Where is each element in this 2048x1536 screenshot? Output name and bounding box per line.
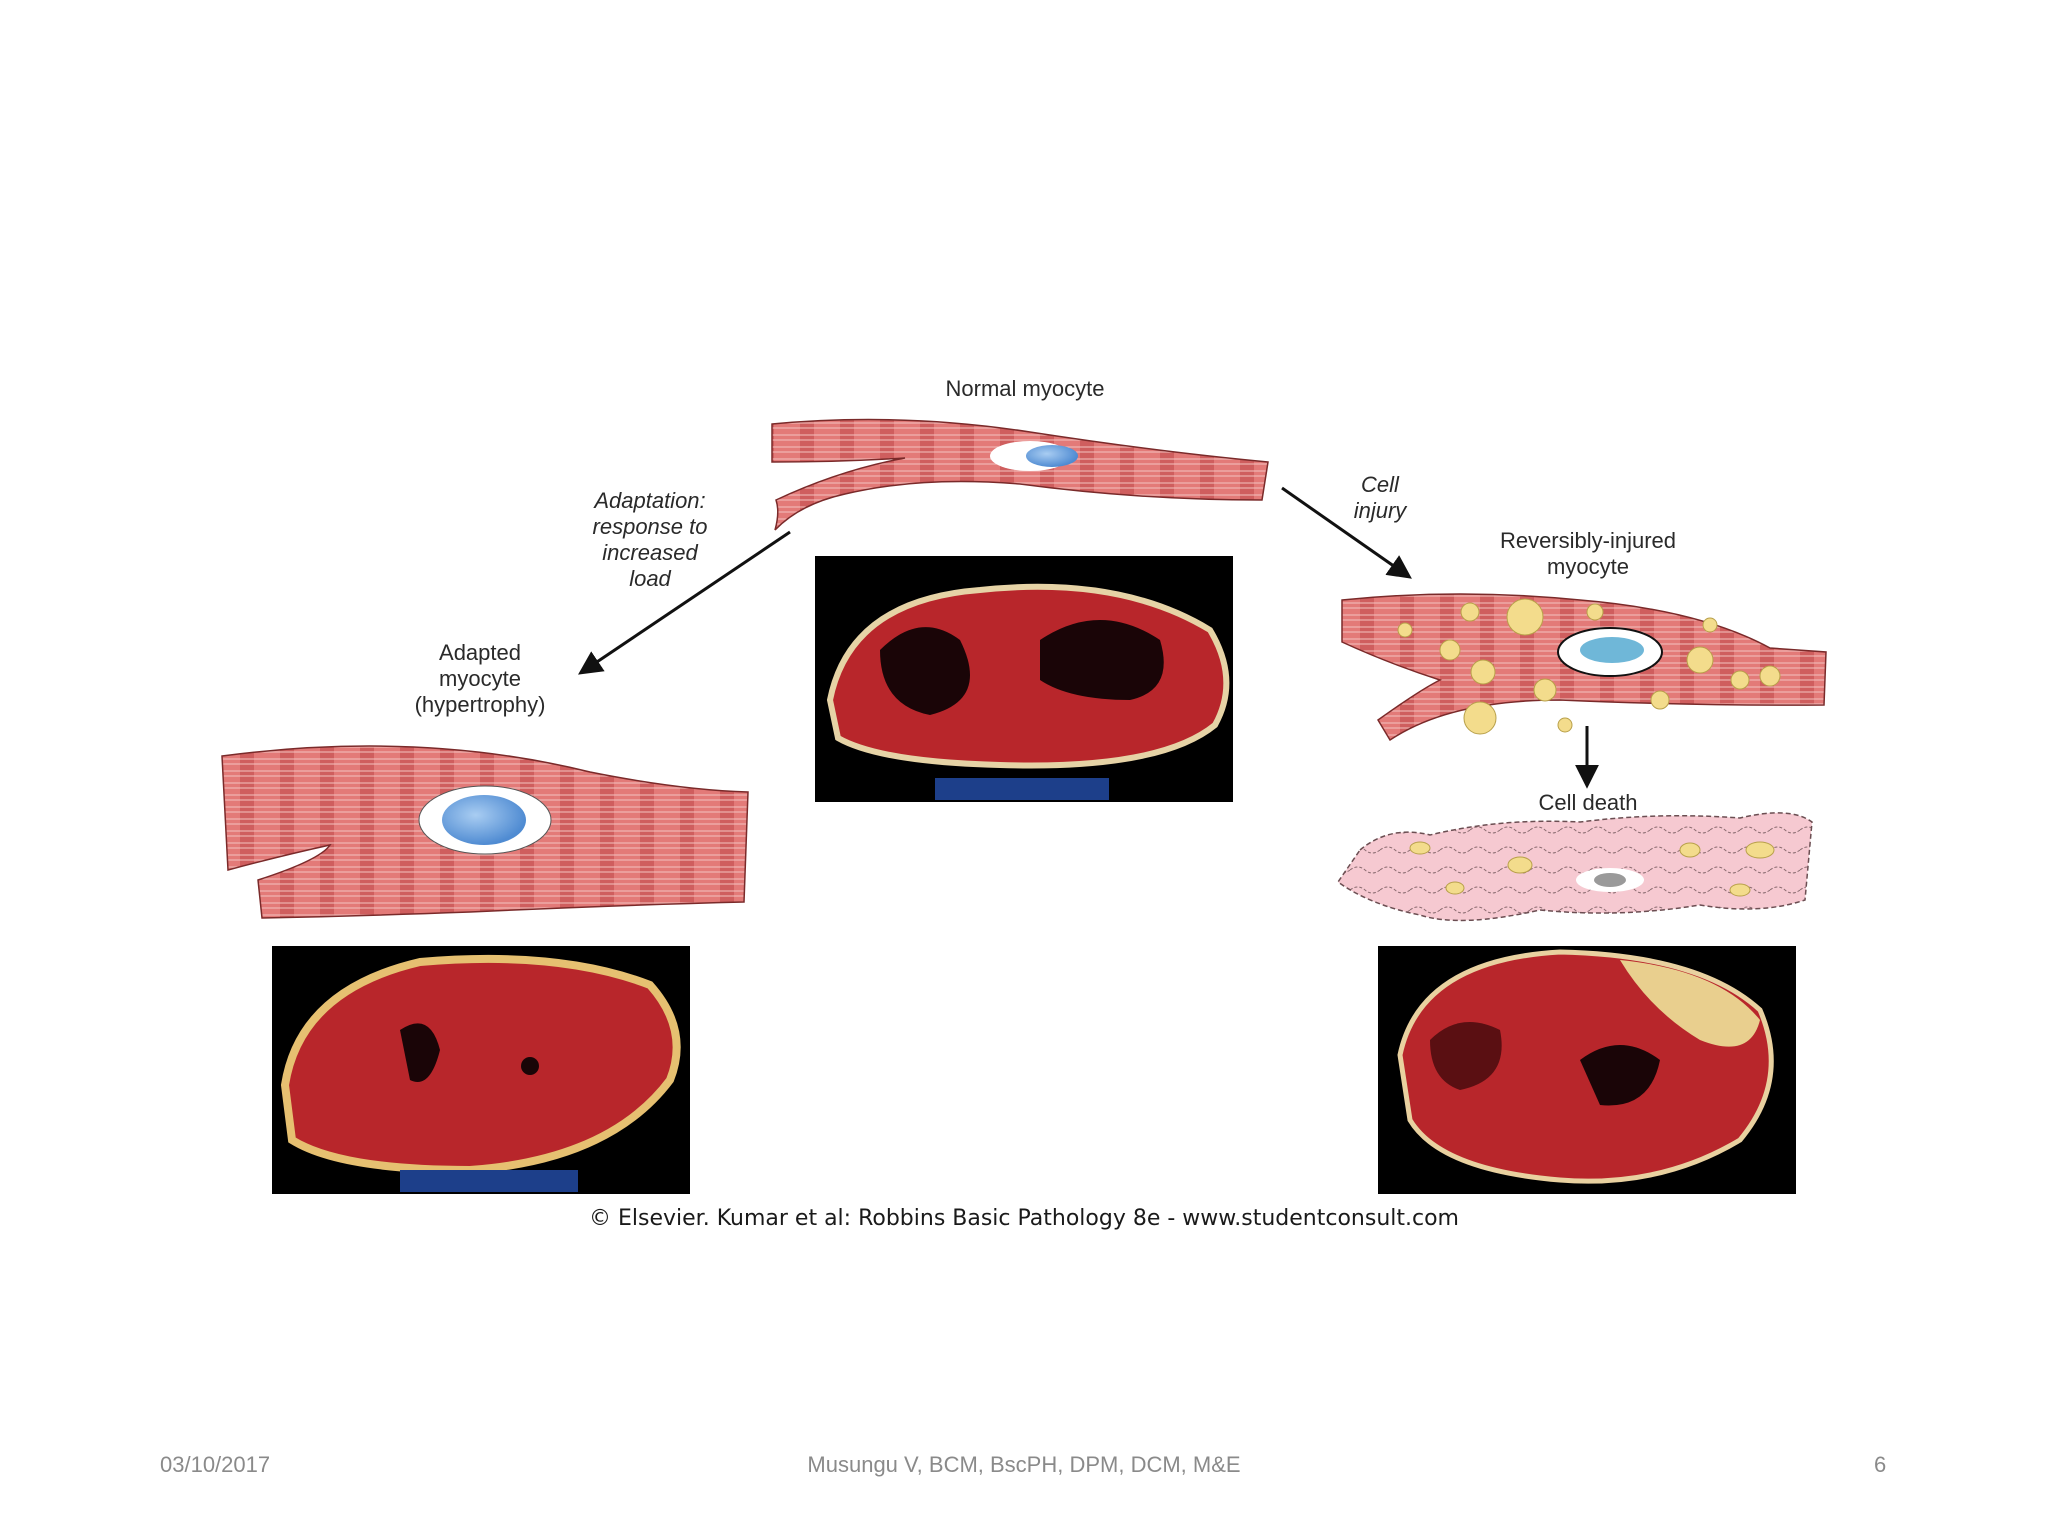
- adaptation-label-line: load: [629, 566, 671, 591]
- heart-section-hypertrophy: [272, 946, 690, 1194]
- adapted-label-line: Adapted: [439, 640, 521, 665]
- page-number: 6: [1874, 1452, 1887, 1477]
- cell-injury-label: Cell injury: [1330, 472, 1430, 524]
- cell-injury-label-line: injury: [1353, 498, 1407, 523]
- reversible-label-line: Reversibly-injured: [1499, 528, 1677, 553]
- normal-myocyte: [771, 418, 1269, 531]
- injury-arrow: [1281, 486, 1412, 579]
- cell-death-label: Cell death: [1538, 790, 1638, 815]
- footer-date: 03/10/2017: [160, 1452, 271, 1477]
- heart-section-normal: [815, 556, 1233, 802]
- adaptation-arrow: [578, 530, 791, 675]
- adapted-label-line: myocyte: [439, 666, 521, 691]
- reversible-label-line: myocyte: [1547, 554, 1629, 579]
- reversible-myocyte-label: Reversibly-injured myocyte: [1440, 528, 1736, 580]
- cell-injury-label-line: Cell: [1361, 472, 1399, 497]
- adaptation-label-line: response to: [592, 514, 708, 539]
- heart-section-infarct: [1378, 946, 1796, 1194]
- adapted-myocyte-label: Adapted myocyte (hypertrophy): [370, 640, 590, 718]
- footer-author: Musungu V, BCM, BscPH, DPM, DCM, M&E: [807, 1452, 1241, 1477]
- adaptation-label: Adaptation: response to increased load: [540, 488, 760, 592]
- dead-cell: [1336, 812, 1813, 922]
- adaptation-label-line: increased: [602, 540, 698, 565]
- adaptation-label-line: Adaptation:: [594, 488, 706, 513]
- adapted-label-line: (hypertrophy): [414, 692, 546, 717]
- normal-myocyte-label: Normal myocyte: [945, 376, 1105, 401]
- image-credit: © Elsevier. Kumar et al: Robbins Basic P…: [589, 1206, 1459, 1231]
- adapted-myocyte: [221, 745, 749, 919]
- reversible-myocyte: [1341, 593, 1827, 742]
